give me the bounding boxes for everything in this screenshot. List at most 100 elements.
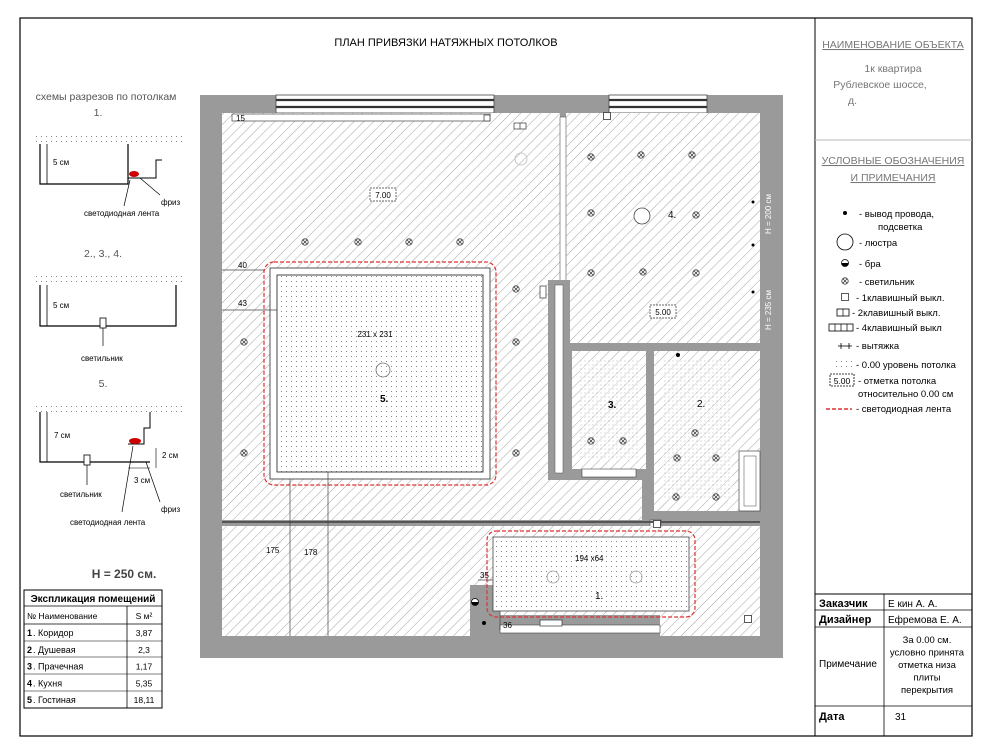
- explication-table: Экспликация помещений № Наименование S м…: [23, 589, 163, 709]
- legend-item-hood: - вытяжка: [856, 341, 900, 352]
- sheet-frame: [19, 17, 973, 737]
- section-3-lamp: светильник: [60, 490, 102, 499]
- dim-40: 40: [238, 261, 247, 270]
- legend-item-wire: - вывод провода,: [859, 209, 934, 220]
- dim-175: 175: [266, 546, 280, 555]
- stamp-note-line: плиты: [913, 673, 940, 684]
- legend-item-chandelier: - люстра: [859, 238, 898, 249]
- explication-row-name: Кухня: [38, 678, 62, 688]
- room-label-4: 4.: [668, 210, 676, 221]
- legend-item-lamp: - светильник: [859, 277, 915, 288]
- explication-row-dot: .: [33, 645, 36, 655]
- wire-outlet-icon: [482, 621, 486, 625]
- switch-4-icon: [828, 323, 854, 332]
- stamp-designer-label: Дизайнер: [819, 614, 872, 626]
- mark-7-00: 7.00: [375, 191, 391, 200]
- wire-outlet-icon: [751, 200, 755, 204]
- section-1-friz: фриз: [161, 198, 181, 207]
- legend-heading-1: УСЛОВНЫЕ ОБОЗНАЧЕНИЯ: [822, 155, 965, 167]
- explication-row-num: 2: [27, 645, 32, 655]
- total-height: H = 250 см.: [92, 567, 157, 581]
- room-label-3: 3.: [608, 400, 617, 411]
- chandelier-icon: [514, 152, 528, 166]
- wire-outlet-icon: [676, 353, 680, 357]
- hood-icon: [838, 343, 852, 349]
- stamp-note-line: перекрытия: [901, 685, 953, 696]
- level-zero-icon: [832, 359, 854, 368]
- room-label-5: 5.: [380, 394, 389, 405]
- legend-mark: 5.00: [834, 376, 851, 386]
- sections-heading: схемы разрезов по потолкам: [36, 91, 177, 103]
- section-2-lamp: светильник: [81, 354, 123, 363]
- lamp-icon: [841, 277, 849, 285]
- chandelier-icon: [633, 207, 651, 225]
- chandelier-icon: [546, 570, 560, 584]
- ceiling-living: [276, 274, 484, 473]
- wire-outlet-icon: [751, 243, 755, 247]
- explication-row-area: 5,35: [136, 678, 153, 688]
- led-strip-living: [263, 261, 497, 486]
- section-3-led: светодиодная лента: [70, 518, 146, 527]
- wire-outlet-icon: [751, 290, 755, 294]
- explication-title: Экспликация помещений: [31, 594, 156, 605]
- section-3-cm3: 3 см: [134, 476, 150, 485]
- explication-row-num: 3: [27, 662, 32, 672]
- room-living-lower: [222, 480, 642, 520]
- object-line-3: д.: [848, 95, 857, 107]
- stamp-note-line: отметка низа: [898, 660, 956, 671]
- height-235: H = 235 см: [764, 290, 773, 330]
- dim-36: 36: [503, 621, 512, 630]
- height-200: H = 200 см: [764, 194, 773, 234]
- stamp-note-label: Примечание: [819, 659, 877, 670]
- switch-1-icon: [841, 293, 849, 301]
- stamp-date-label: Дата: [819, 711, 845, 723]
- legend-item-sconce: - бра: [859, 259, 882, 270]
- legend-item-level: - 0.00 уровень потолка: [856, 360, 957, 371]
- stamp-note-line: условно принята: [890, 648, 965, 659]
- wire-outlet-icon: [843, 211, 847, 215]
- dim-35: 35: [480, 571, 489, 580]
- explication-row-area: 1,17: [136, 662, 153, 672]
- explication-row-num: 1: [27, 628, 32, 638]
- dim-15: 15: [236, 114, 245, 123]
- explication-col-area: S м²: [136, 611, 153, 621]
- explication-row-dot: .: [33, 662, 36, 672]
- explication-row-name: Коридор: [38, 628, 74, 638]
- explication-row-name: Прачечная: [38, 662, 83, 672]
- section-2-number: 2., 3., 4.: [84, 248, 122, 260]
- explication-row-dot: .: [33, 628, 36, 638]
- legend-item-mark: - отметка потолка: [858, 376, 937, 387]
- explication-row-num: 5: [27, 695, 32, 705]
- section-3-cm7: 7 см: [54, 431, 70, 440]
- legend-block: УСЛОВНЫЕ ОБОЗНАЧЕНИЯ И ПРИМЕЧАНИЯ - выво…: [822, 155, 965, 415]
- chandelier-icon: [836, 233, 854, 251]
- stamp-note-line: За 0.00 см.: [903, 635, 952, 646]
- object-line-2: Рублевское шоссе,: [833, 79, 926, 91]
- legend-heading-2: И ПРИМЕЧАНИЯ: [850, 172, 935, 184]
- sconce-icon: [471, 598, 479, 606]
- chandelier-icon: [375, 362, 391, 378]
- legend-item-mark-2: относительно 0.00 см: [858, 389, 953, 400]
- explication-row-area: 18,11: [134, 695, 155, 705]
- room-label-2: 2.: [697, 399, 705, 410]
- explication-row-dot: .: [33, 695, 36, 705]
- stamp-date-value: 31: [895, 712, 907, 723]
- section-3-number: 5.: [99, 378, 108, 390]
- led-strip-corridor: [486, 530, 696, 618]
- explication-row-area: 3,87: [136, 628, 153, 638]
- section-1-led: светодиодная лента: [84, 209, 160, 218]
- mark-5-00: 5.00: [655, 308, 671, 317]
- stamp-table: Заказчик Е кин А. А. Дизайнер Ефремова Е…: [815, 593, 972, 736]
- legend-item-led: - светодиодная лента: [856, 404, 952, 415]
- object-heading: НАИМЕНОВАНИЕ ОБЪЕКТА: [822, 39, 964, 51]
- dim-43: 43: [238, 299, 247, 308]
- ceiling-size-living: 231 x 231: [357, 330, 393, 339]
- explication-row-name: Душевая: [38, 645, 76, 655]
- section-2-cm: 5 см: [53, 301, 69, 310]
- stamp-customer-value: Е кин А. А.: [888, 599, 937, 610]
- explication-row-area: 2,3: [138, 645, 150, 655]
- sconce-icon: [841, 259, 849, 267]
- ceiling-corridor: [492, 536, 690, 612]
- legend-item-wire-2: подсветка: [878, 222, 923, 233]
